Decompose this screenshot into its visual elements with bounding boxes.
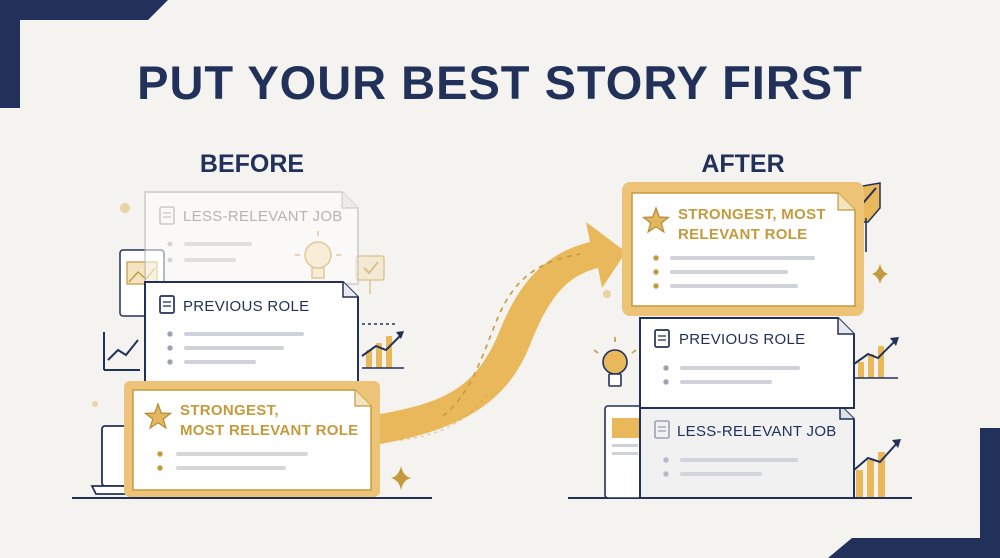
growth-chart-icon	[103, 332, 140, 371]
after-card-strongest-label-line1: STRONGEST, MOST	[678, 206, 826, 223]
arrow-icon	[380, 222, 626, 444]
growth-chart-icon	[853, 439, 901, 497]
after-card-strongest	[622, 182, 864, 316]
decor-dot	[92, 401, 98, 407]
before-card-less-relevant-label: LESS-RELEVANT JOB	[183, 208, 343, 225]
after-card-less-relevant	[639, 404, 855, 499]
star-icon	[641, 206, 671, 234]
back-card	[604, 405, 646, 499]
sparkle-icon	[391, 466, 411, 490]
before-card-strongest-label-line1: STRONGEST,	[180, 402, 279, 419]
after-card-previous-role	[639, 317, 855, 409]
star-icon	[143, 402, 173, 430]
lightbulb-icon	[295, 231, 341, 279]
before-card-strongest	[124, 381, 380, 497]
before-card-previous-role-label: PREVIOUS ROLE	[183, 298, 310, 315]
before-heading: BEFORE	[199, 150, 305, 178]
before-card-less-relevant	[144, 191, 359, 285]
corner-decoration-top-left	[0, 0, 168, 108]
page-title: PUT YOUR BEST STORY FIRST	[137, 56, 863, 109]
lightbulb-icon	[593, 337, 637, 387]
decor-dot	[120, 203, 130, 213]
growth-chart-icon	[361, 323, 404, 369]
growth-chart-icon	[852, 337, 899, 379]
checkmark-icon	[355, 255, 385, 294]
before-card-strongest-label-line2: MOST RELEVANT ROLE	[180, 422, 359, 439]
sparkle-icon	[872, 264, 888, 284]
after-card-strongest-label-line2: RELEVANT ROLE	[678, 226, 808, 243]
decor-dot	[603, 290, 611, 298]
after-card-previous-role-label: PREVIOUS ROLE	[679, 331, 806, 348]
corner-decoration-bottom-right	[828, 428, 1000, 558]
after-heading: AFTER	[701, 150, 785, 178]
after-card-less-relevant-label: LESS-RELEVANT JOB	[677, 423, 837, 440]
before-card-previous-role	[144, 281, 359, 385]
